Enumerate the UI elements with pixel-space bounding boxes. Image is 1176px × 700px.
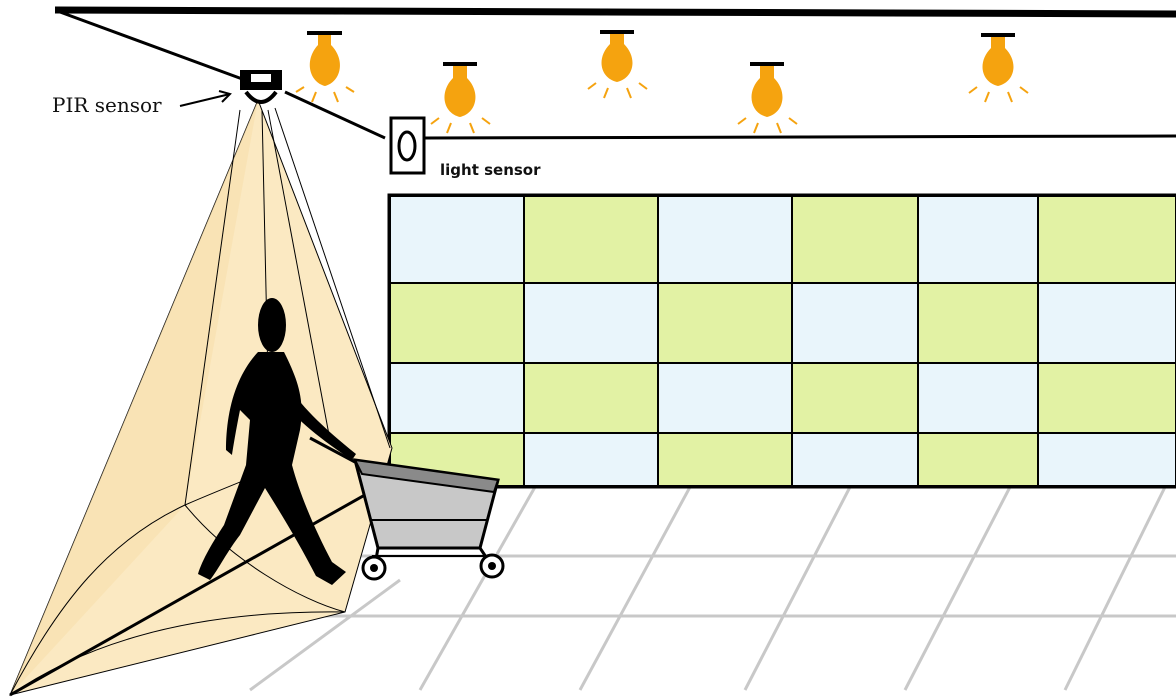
light-bulb-icon xyxy=(737,62,798,134)
light-bulb-icon xyxy=(295,31,355,103)
light-sensor-label: light sensor xyxy=(440,161,541,179)
pir-sensor-label: PIR sensor xyxy=(52,93,162,117)
light-bulb-icon xyxy=(430,62,491,134)
light-sensor-icon xyxy=(389,116,426,175)
light-bulb-icon xyxy=(968,33,1029,103)
light-bulb-icon xyxy=(587,30,648,99)
shopping-cart-icon xyxy=(309,436,505,581)
walking-person-icon xyxy=(198,298,356,585)
wall-border xyxy=(387,193,1176,489)
pir-sensor-icon xyxy=(240,70,282,104)
wall-tile-grid xyxy=(389,195,1176,487)
ceiling-wiring xyxy=(54,6,1176,140)
pir-label-arrow xyxy=(179,90,232,107)
pir-detection-cone xyxy=(9,98,396,697)
